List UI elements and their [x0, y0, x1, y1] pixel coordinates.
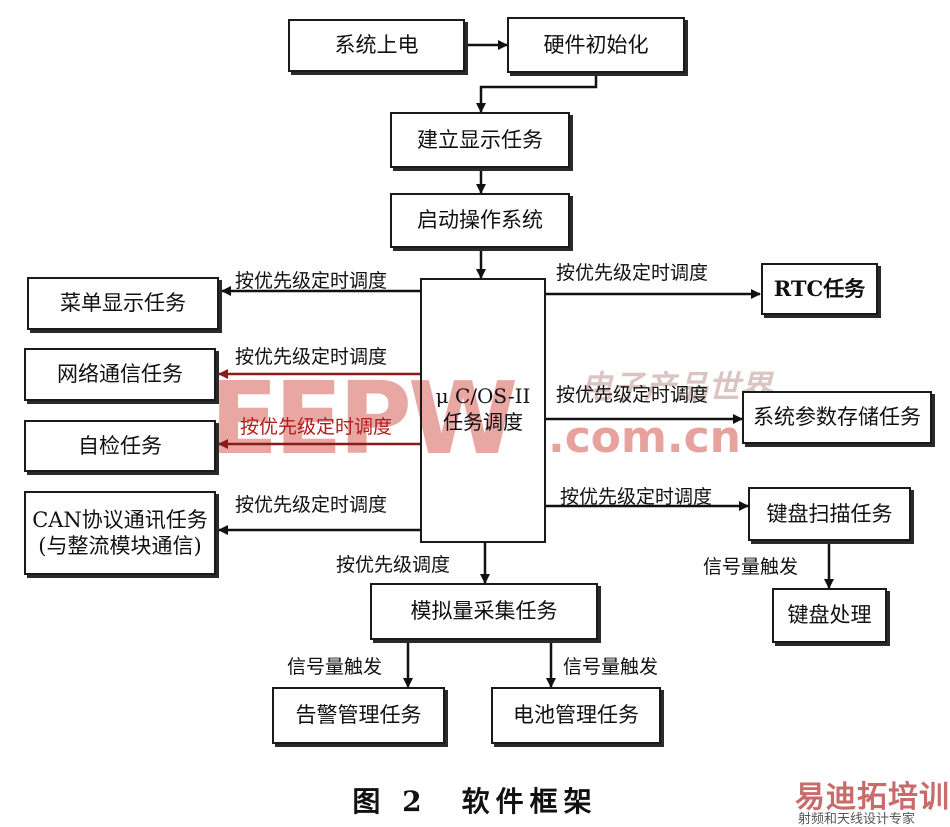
edge-label-rtc: 按优先级定时调度: [556, 262, 709, 284]
edge-label-network: 按优先级定时调度: [235, 346, 388, 368]
scheduler-label-line2: 任务调度: [443, 410, 523, 434]
menu-display-task-node: 菜单显示任务: [27, 277, 219, 330]
network-comm-task-node: 网络通信任务: [24, 348, 216, 401]
start-os-node: 启动操作系统: [390, 193, 570, 248]
keyboard-proc-node: 键盘处理: [772, 588, 887, 643]
alarm-mgmt-task-node: 告警管理任务: [272, 687, 445, 744]
logo-name: 易迪拓培训: [795, 780, 950, 815]
can-comm-line2: (与整流模块通信): [38, 534, 202, 558]
scheduler-label: μ C/OS-II 任务调度: [420, 383, 546, 435]
can-comm-line1: CAN协议通讯任务: [32, 507, 208, 532]
scheduler-label-line1: μ C/OS-II: [435, 384, 531, 408]
self-check-task-node: 自检任务: [24, 420, 216, 472]
edge-label-keyboard: 按优先级定时调度: [560, 486, 713, 508]
analog-collect-task-node: 模拟量采集任务: [370, 583, 598, 640]
edge-label-can: 按优先级定时调度: [235, 494, 388, 516]
keyboard-scan-task-node: 键盘扫描任务: [748, 487, 911, 541]
edge-label-alarm-trigger: 信号量触发: [287, 656, 383, 678]
edge-init-to-display: [476, 74, 598, 113]
edge-label-keyboard-trigger: 信号量触发: [703, 556, 799, 578]
logo-slogan: 射频和天线设计专家: [798, 812, 916, 827]
scheduler-node: [420, 278, 546, 543]
edge-label-selfcheck: 按优先级定时调度: [240, 416, 393, 438]
edge-label-battery-trigger: 信号量触发: [563, 656, 659, 678]
edge-label-param: 按优先级定时调度: [556, 384, 709, 406]
edge-label-menu: 按优先级定时调度: [235, 270, 388, 292]
can-comm-task-node: CAN协议通讯任务 (与整流模块通信): [24, 491, 216, 575]
param-store-task-node: 系统参数存储任务: [742, 391, 932, 444]
figure-caption: 图 2 软件框架: [352, 785, 598, 818]
battery-mgmt-task-node: 电池管理任务: [491, 687, 661, 744]
hardware-init-node: 硬件初始化: [507, 17, 685, 73]
power-on-node: 系统上电: [288, 19, 465, 72]
build-display-task-node: 建立显示任务: [390, 112, 570, 168]
edge-label-analog: 按优先级调度: [336, 554, 451, 576]
rtc-task-node: RTC任务: [761, 263, 878, 315]
